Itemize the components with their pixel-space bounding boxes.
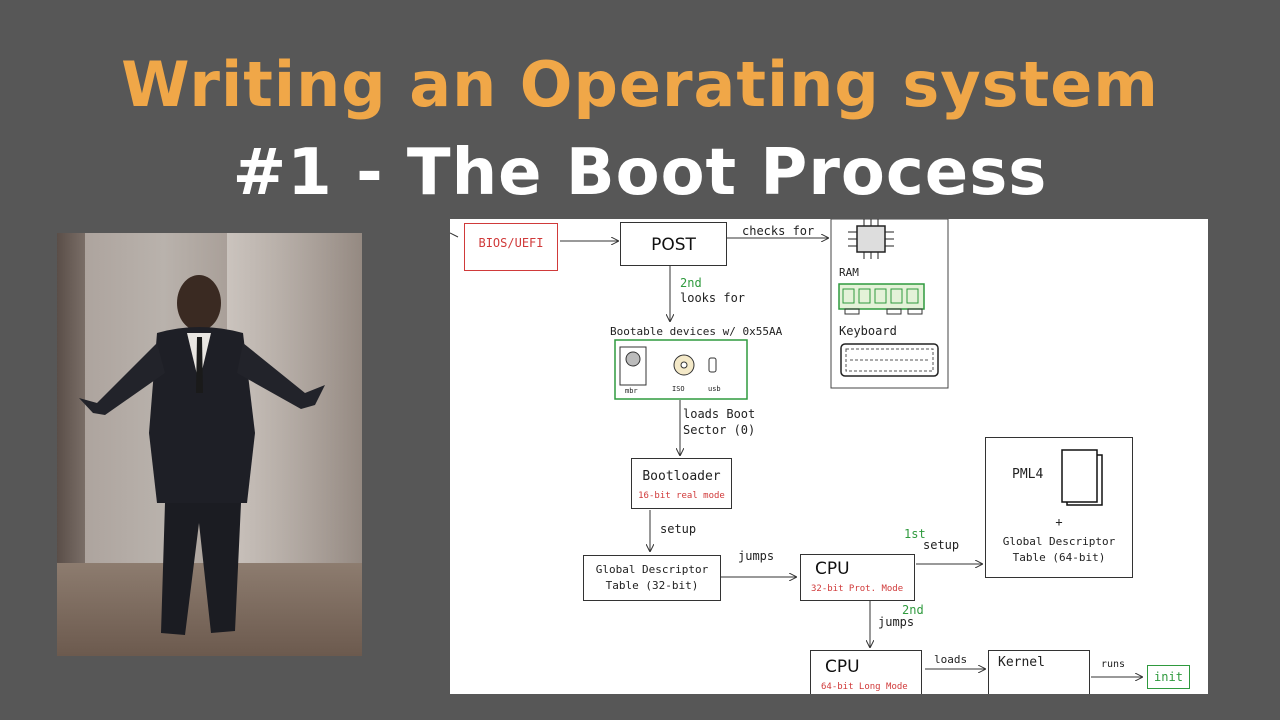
bootloader-box: Bootloader 16-bit real mode [631, 458, 732, 509]
jumps-label: jumps [738, 549, 775, 563]
gdt32-label-1: Global Descriptor [595, 563, 709, 576]
cpu32-mode-label: 32-bit Prot. Mode [811, 584, 904, 594]
loads-boot-label-1: loads Boot [683, 407, 756, 421]
step-2nd-label: 2nd [680, 276, 702, 290]
setup2-label: setup [923, 538, 960, 552]
kernel-label: Kernel [998, 655, 1045, 670]
gdt32-label-2: Table (32-bit) [605, 579, 699, 592]
cpu-chip-icon [848, 219, 894, 259]
gdt32-box: Global Descriptor Table (32-bit) [583, 555, 721, 601]
bootloader-label: Bootloader [642, 469, 721, 484]
device-mbr-label: mbr [625, 387, 638, 395]
keyboard-label: Keyboard [839, 324, 897, 338]
ram-icon [838, 283, 925, 315]
post-box: POST [620, 222, 727, 266]
boot-process-diagram: BIOS/UEFI POST checks for RAM Keyboard 2… [450, 219, 1208, 694]
disk-drive-icon [619, 346, 647, 386]
cpu64-label: CPU [825, 657, 860, 677]
device-iso-label: ISO [672, 385, 685, 393]
plus-label: + [1055, 515, 1063, 529]
ram-label: RAM [839, 266, 859, 279]
init-box: init [1147, 665, 1190, 689]
dancing-man-image [57, 233, 362, 656]
step-1st-label: 1st [904, 527, 926, 541]
bios-box: BIOS/UEFI [464, 223, 558, 271]
cpu64-mode-label: 64-bit Long Mode [821, 682, 908, 692]
title-line-1: Writing an Operating system [121, 48, 1159, 121]
kernel-box: Kernel [988, 650, 1090, 694]
title-line-2: #1 - The Boot Process [232, 136, 1048, 210]
keyboard-icon [840, 343, 939, 377]
bios-label: BIOS/UEFI [478, 236, 544, 250]
runs-label: runs [1101, 659, 1126, 670]
pml4-gdt64-box: PML4 + Global Descriptor Table (64-bit) [985, 437, 1133, 578]
jumps2-label: jumps [878, 615, 915, 629]
bootloader-mode-label: 16-bit real mode [638, 491, 725, 501]
device-usb-label: usb [708, 385, 721, 393]
cpu32-label: CPU [815, 559, 850, 579]
step-2nd-b-label: 2nd [902, 603, 924, 617]
init-label: init [1154, 670, 1183, 684]
cpu64-box: CPU 64-bit Long Mode [810, 650, 922, 694]
usb-stick-icon [708, 357, 717, 373]
checks-for-label: checks for [742, 224, 815, 238]
bootable-devices-label: Bootable devices w/ 0x55AA [610, 325, 783, 338]
setup-label: setup [660, 522, 697, 536]
pml4-label: PML4 [1012, 467, 1044, 482]
pml4-pages-icon [1061, 449, 1103, 506]
looks-for-label: looks for [680, 291, 746, 305]
cpu32-box: CPU 32-bit Prot. Mode [800, 554, 915, 601]
loads-label: loads [934, 653, 968, 666]
gdt64-label-1: Global Descriptor [1002, 535, 1116, 548]
gdt64-label-2: Table (64-bit) [1012, 551, 1106, 564]
post-label: POST [651, 235, 696, 255]
cd-disc-icon [673, 354, 695, 376]
loads-boot-label-2: Sector (0) [683, 423, 756, 437]
